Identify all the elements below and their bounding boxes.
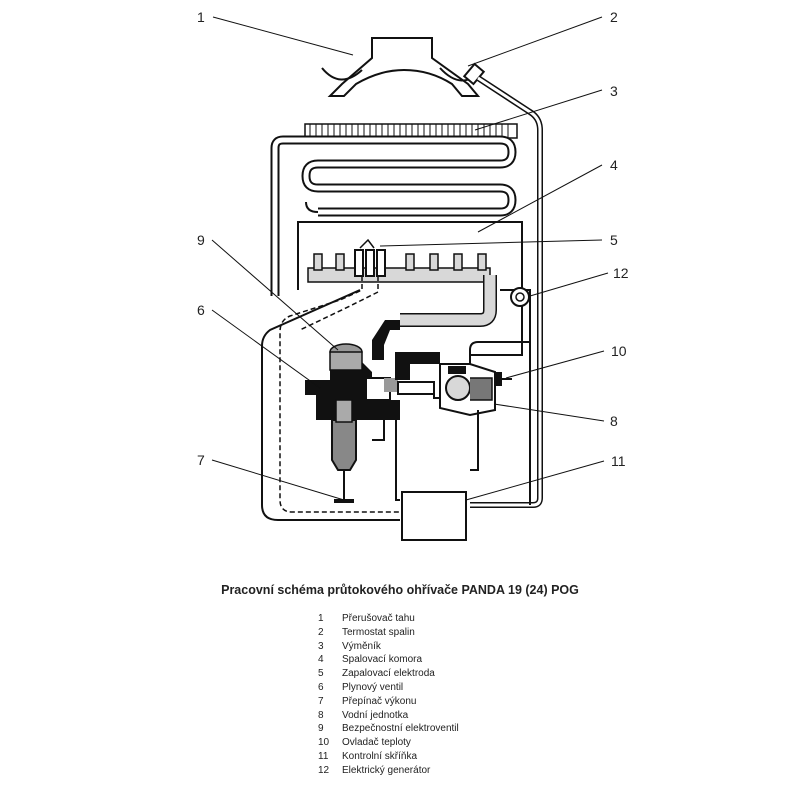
legend-item: 5 Zapalovací elektroda <box>318 667 459 681</box>
legend-item: 11 Kontrolní skříňka <box>318 750 459 764</box>
legend-number: 7 <box>318 695 324 707</box>
draft-diverter <box>327 37 481 97</box>
legend-number: 2 <box>318 626 324 638</box>
legend-item: 10 Ovladač teploty <box>318 736 459 750</box>
ignition-electrode <box>354 238 386 277</box>
electrode-wire <box>279 276 400 513</box>
legend-label: Plynový ventil <box>342 681 404 693</box>
callout-7: 7 <box>197 452 205 468</box>
legend-number: 3 <box>318 640 324 652</box>
leader-lines <box>211 16 609 501</box>
legend-number: 1 <box>318 613 324 624</box>
callout-9: 9 <box>197 232 205 248</box>
callout-11: 11 <box>611 453 626 469</box>
legend-label: Přerušovač tahu <box>342 613 415 624</box>
legend-label: Vodní jednotka <box>342 709 409 721</box>
diagram-caption: Pracovní schéma průtokového ohřívače PAN… <box>221 583 579 597</box>
burner <box>307 253 497 327</box>
legend-label: Zapalovací elektroda <box>342 668 435 680</box>
water-unit <box>433 341 530 471</box>
legend: 1 Přerušovač tahu 2 Termostat spalin 3 Výmě… <box>318 612 459 778</box>
legend-label: Ovladač teploty <box>342 737 411 749</box>
legend-label: Bezpečnostní elektroventil <box>342 723 459 735</box>
legend-number: 5 <box>318 668 324 680</box>
legend-number: 4 <box>318 654 324 666</box>
callout-4: 4 <box>610 157 618 173</box>
heater-schematic: 1 2 3 4 5 12 9 6 10 8 7 11 <box>197 9 629 541</box>
callout-6: 6 <box>197 302 205 318</box>
power-switch <box>331 399 357 503</box>
legend-number: 11 <box>318 750 329 762</box>
legend-label: Termostat spalin <box>342 626 415 638</box>
legend-number: 9 <box>318 723 324 735</box>
legend-item: 4 Spalovací komora <box>318 653 459 667</box>
legend-item: 6 Plynový ventil <box>318 681 459 695</box>
callout-2: 2 <box>610 9 618 25</box>
safety-electrovalve <box>329 343 363 371</box>
callout-5: 5 <box>610 232 618 248</box>
legend-item: 7 Přepínač výkonu <box>318 695 459 709</box>
legend-item: 9 Bezpečnostní elektroventil <box>318 722 459 736</box>
legend-label: Výměník <box>342 640 381 652</box>
electric-generator <box>510 287 530 307</box>
legend-item: 3 Výměník <box>318 640 459 654</box>
callout-12: 12 <box>613 265 629 281</box>
callout-10: 10 <box>611 343 627 359</box>
callout-1: 1 <box>197 9 205 25</box>
legend-number: 10 <box>318 737 330 749</box>
legend-number: 12 <box>318 764 330 776</box>
legend-item: 1 Přerušovač tahu <box>318 612 459 626</box>
legend-label: Elektrický generátor <box>342 764 431 776</box>
heat-exchanger <box>270 123 518 296</box>
legend-label: Kontrolní skříňka <box>342 750 418 762</box>
legend-label: Přepínač výkonu <box>342 695 417 707</box>
legend-label: Spalovací komora <box>342 654 423 666</box>
temperature-control <box>494 372 512 386</box>
legend-item: 2 Termostat spalin <box>318 626 459 640</box>
legend-item: 8 Vodní jednotka <box>318 709 459 723</box>
draft-diverter-left-wing <box>321 67 363 81</box>
callout-8: 8 <box>610 413 618 429</box>
frame <box>500 289 531 505</box>
legend-number: 8 <box>318 709 324 721</box>
combustion-chamber <box>297 221 523 356</box>
gas-valve <box>305 320 440 420</box>
control-box <box>401 491 467 541</box>
legend-item: 12 Elektrický generátor <box>318 764 459 778</box>
legend-number: 6 <box>318 681 324 693</box>
callout-3: 3 <box>610 83 618 99</box>
